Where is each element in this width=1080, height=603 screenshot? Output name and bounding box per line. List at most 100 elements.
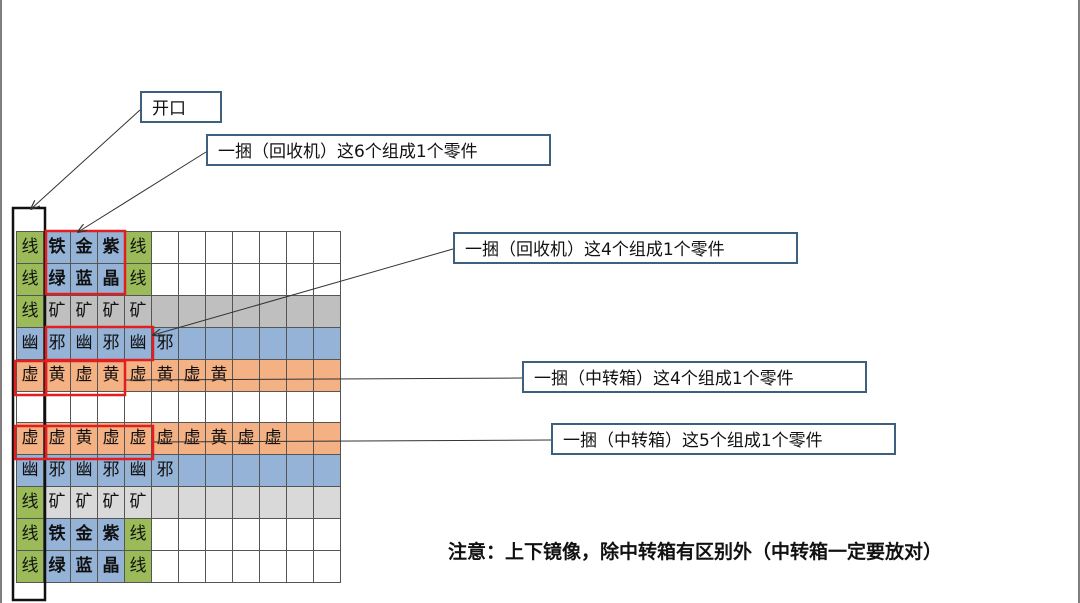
leader-opening <box>31 109 141 209</box>
leader-recycler-4 <box>153 248 454 335</box>
grid-cell: 矿 <box>70 295 98 328</box>
grid-cell <box>313 486 341 519</box>
grid-cell <box>259 327 287 360</box>
grid-row: 线矿矿矿矿 <box>16 486 341 519</box>
grid-cell: 矿 <box>124 486 152 519</box>
slide-frame-right <box>1078 0 1080 603</box>
grid-cell <box>178 263 206 296</box>
leader-transfer-5 <box>153 439 552 443</box>
callout-recycler-4: 一捆（回收机）这4个组成1个零件 <box>453 232 798 264</box>
grid-cell <box>205 454 233 487</box>
grid-cell <box>286 486 314 519</box>
grid-cell <box>205 263 233 296</box>
bundle-transfer-5-box-b <box>44 424 155 461</box>
callout-opening: 开口 <box>140 91 222 123</box>
bundle-recycler-4-box <box>44 325 155 362</box>
grid-cell <box>232 327 260 360</box>
grid-cell: 线 <box>124 518 152 551</box>
grid-cell: 线 <box>16 231 44 264</box>
grid-cell <box>178 550 206 583</box>
callout-transfer-5: 一捆（中转箱）这5个组成1个零件 <box>551 423 896 455</box>
grid-cell <box>286 359 314 392</box>
grid-cell <box>313 295 341 328</box>
grid-cell <box>259 231 287 264</box>
bundle-transfer-5-box-a <box>13 424 48 461</box>
grid-cell: 矿 <box>97 486 125 519</box>
grid-cell: 线 <box>16 518 44 551</box>
callout-recycler-6: 一捆（回收机）这6个组成1个零件 <box>206 134 551 166</box>
grid-cell <box>151 518 179 551</box>
grid-cell <box>151 486 179 519</box>
grid-cell <box>313 422 341 455</box>
grid-row: 线绿蓝晶线 <box>16 550 341 583</box>
grid-cell: 蓝 <box>70 550 98 583</box>
grid-row: 线铁金紫线 <box>16 231 341 264</box>
grid-cell: 虚 <box>124 359 152 392</box>
grid-cell <box>259 550 287 583</box>
grid-cell: 黄 <box>70 422 98 455</box>
grid-gap-row <box>16 391 341 423</box>
grid-cell: 紫 <box>97 231 125 264</box>
grid-row: 幽邪幽邪幽邪 <box>16 327 341 360</box>
grid-row: 线铁金紫线 <box>16 518 341 551</box>
grid-cell <box>232 454 260 487</box>
grid-cell <box>205 327 233 360</box>
layout-grid: 线铁金紫线线绿蓝晶线线矿矿矿矿幽邪幽邪幽邪虚黄虚黄虚黄虚黄虚虚黄虚虚虚虚黄虚虚幽… <box>16 231 341 583</box>
grid-cell: 虚 <box>124 422 152 455</box>
grid-cell: 蓝 <box>70 263 98 296</box>
grid-cell: 晶 <box>97 550 125 583</box>
grid-cell: 虚 <box>259 422 287 455</box>
grid-cell: 邪 <box>151 454 179 487</box>
grid-cell <box>205 518 233 551</box>
grid-row: 虚虚黄虚虚虚虚黄虚虚 <box>16 422 341 455</box>
grid-cell <box>286 327 314 360</box>
grid-cell: 虚 <box>16 359 44 392</box>
grid-cell: 绿 <box>43 550 71 583</box>
grid-cell <box>286 422 314 455</box>
grid-cell <box>70 391 98 423</box>
grid-cell <box>286 391 314 423</box>
grid-cell: 线 <box>16 295 44 328</box>
grid-cell <box>286 295 314 328</box>
grid-cell <box>259 263 287 296</box>
grid-cell: 绿 <box>43 263 71 296</box>
grid-cell <box>151 263 179 296</box>
grid-cell: 虚 <box>151 422 179 455</box>
grid-cell: 紫 <box>97 518 125 551</box>
leader-transfer-4 <box>125 377 523 381</box>
grid-cell: 线 <box>124 263 152 296</box>
grid-cell: 线 <box>16 550 44 583</box>
grid-cell: 晶 <box>97 263 125 296</box>
grid-cell: 虚 <box>16 422 44 455</box>
grid-cell: 矿 <box>43 295 71 328</box>
bundle-transfer-4-box-b <box>44 359 127 397</box>
grid-cell: 幽 <box>70 327 98 360</box>
grid-cell <box>313 391 341 423</box>
grid-row: 线绿蓝晶线 <box>16 263 341 296</box>
grid-row: 线矿矿矿矿 <box>16 295 341 328</box>
bundle-recycler-6-box <box>44 229 127 296</box>
grid-cell <box>178 518 206 551</box>
grid-cell: 铁 <box>43 518 71 551</box>
grid-cell <box>259 295 287 328</box>
grid-cell: 虚 <box>232 422 260 455</box>
grid-cell <box>313 359 341 392</box>
grid-cell: 邪 <box>97 327 125 360</box>
grid-cell <box>151 391 179 423</box>
grid-cell: 虚 <box>97 422 125 455</box>
grid-cell <box>205 231 233 264</box>
grid-cell: 线 <box>16 263 44 296</box>
grid-cell <box>178 486 206 519</box>
leader-recycler-6 <box>78 151 207 232</box>
grid-cell <box>313 454 341 487</box>
bundle-transfer-4-box-a <box>13 359 48 397</box>
grid-cell <box>232 486 260 519</box>
grid-cell <box>313 327 341 360</box>
grid-cell <box>313 550 341 583</box>
grid-cell <box>178 295 206 328</box>
opening-column-box <box>11 206 47 602</box>
grid-row: 虚黄虚黄虚黄虚黄 <box>16 359 341 392</box>
grid-cell: 矿 <box>70 486 98 519</box>
grid-cell <box>259 454 287 487</box>
